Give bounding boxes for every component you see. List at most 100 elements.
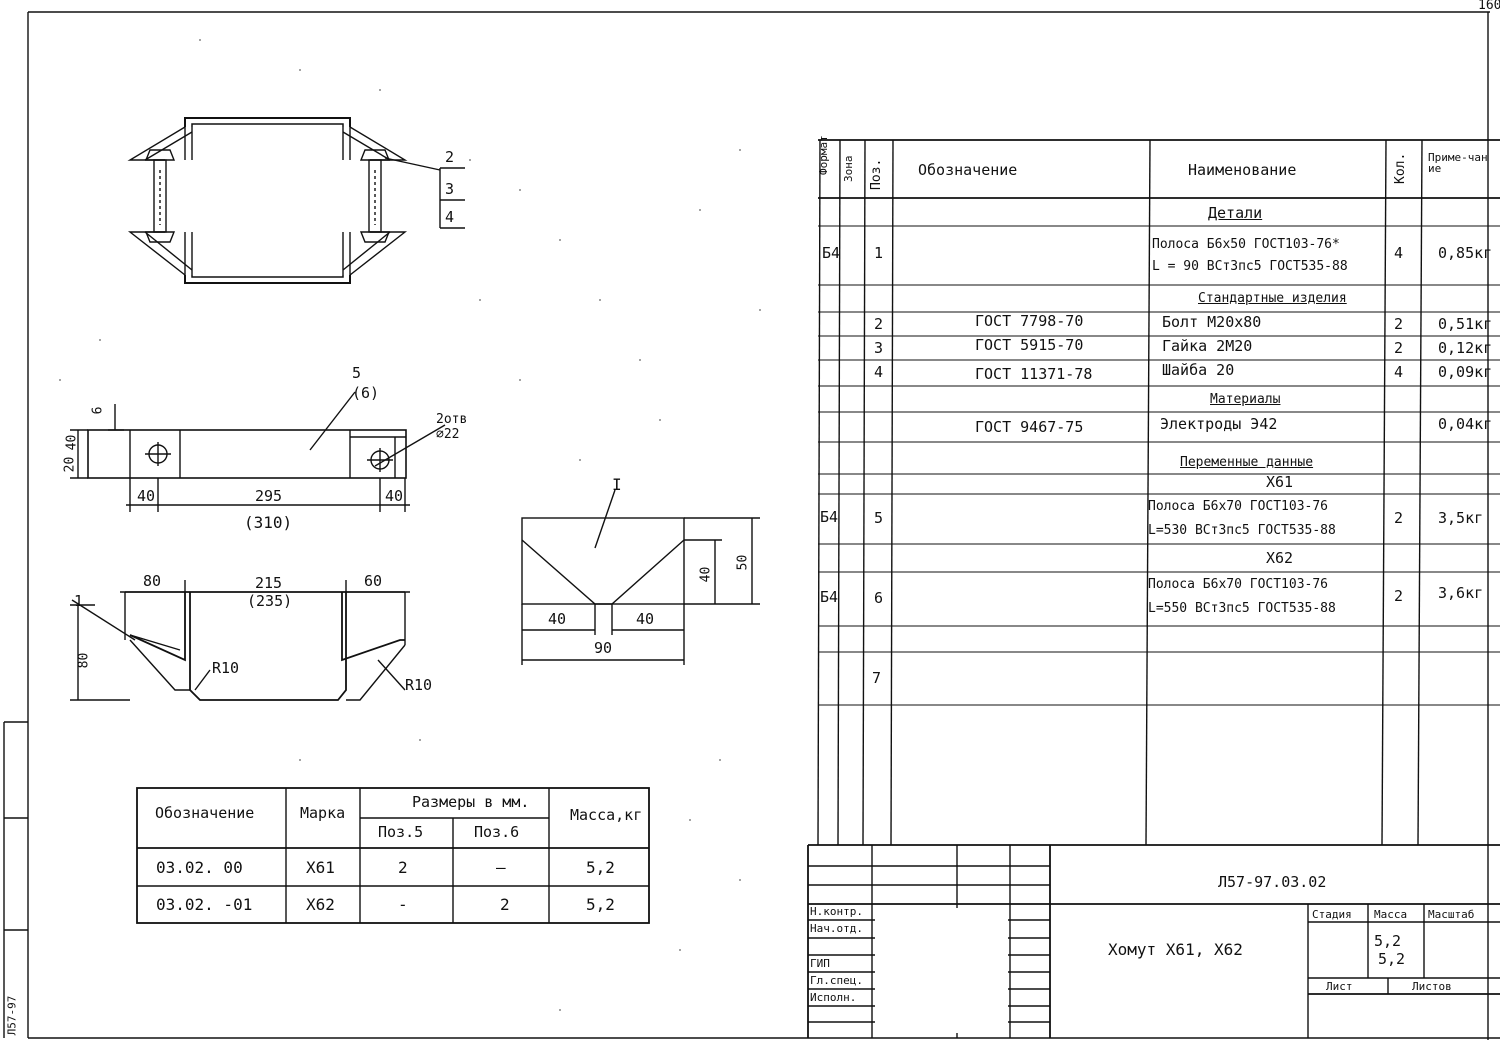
item1-pos: 1 (874, 244, 884, 262)
item1-format: Б4 (822, 244, 841, 262)
item2-designation: ГОСТ 7798-70 (975, 312, 1084, 330)
item7-pos: 7 (872, 669, 882, 687)
role-nach-otd: Нач.отд. (810, 922, 863, 935)
item2-note: 0,51кг (1438, 315, 1493, 333)
role-gl-spec: Гл.спец. (810, 974, 863, 987)
spec-header-pos: Поз. (869, 158, 884, 190)
item2-name: Болт М20х80 (1162, 313, 1262, 331)
spec-sub-x61: Х61 (1266, 473, 1294, 491)
item3-note: 0,12кг (1438, 339, 1493, 357)
spec-section-variable: Переменные данные (1180, 455, 1314, 470)
detail-dim-50: 50 (735, 554, 751, 571)
spec-sub-x62: Х62 (1266, 549, 1294, 567)
item-1-label: 1 (74, 592, 84, 610)
marks-header-mark: Марка (300, 804, 346, 822)
sheet-label: Лист (1326, 980, 1353, 993)
dim-60: 60 (364, 572, 383, 590)
detail-dim-90: 90 (594, 639, 613, 657)
dim-310: (310) (244, 513, 293, 532)
dim-215: 215 (255, 574, 283, 592)
spec-section-standard: Стандартные изделия (1198, 291, 1347, 306)
marks-row2-mark: Х62 (306, 895, 335, 914)
item6-name-l1: Полоса Б6х70 ГОСТ103-76 (1148, 577, 1329, 592)
marks-row1-mass: 5,2 (586, 858, 615, 877)
dim-80-vert: 80 (76, 652, 92, 669)
item5-name-l1: Полоса Б6х70 ГОСТ103-76 (1148, 499, 1329, 514)
spec-section-materials: Материалы (1210, 392, 1281, 407)
spec-header-zone: Зона (842, 155, 855, 183)
material-name: Электроды Э42 (1160, 415, 1278, 433)
dim-40-left: 40 (137, 487, 156, 505)
marks-row2-pos5: - (398, 895, 408, 914)
material-designation: ГОСТ 9467-75 (975, 418, 1084, 436)
role-gip: ГИП (810, 957, 830, 970)
dim-295: 295 (255, 487, 283, 505)
spec-header-qty: Кол. (1393, 152, 1408, 184)
item5-name-l2: L=530 ВСт3пс5 ГОСТ535-88 (1148, 523, 1336, 538)
spec-section-details: Детали (1208, 204, 1263, 222)
item5-pos: 5 (874, 509, 884, 527)
mass-label: Масса (1374, 908, 1408, 921)
item1-note: 0,85кг (1438, 244, 1493, 262)
title-mass-2: 5,2 (1378, 950, 1406, 968)
marks-header-designation: Обозначение (155, 804, 255, 822)
radius-r10-a: R10 (212, 659, 240, 677)
role-n-kontr: Н.контр. (810, 905, 863, 918)
item1-name-l2: L = 90 ВСт3пс5 ГОСТ535-88 (1152, 259, 1348, 274)
dim-40-vert: 40 (64, 434, 80, 451)
spec-header-note: Приме-чание (1428, 151, 1488, 175)
marks-header-pos5: Поз.5 (378, 823, 424, 841)
scale-label: Масштаб (1428, 908, 1475, 921)
spec-header-format: Формат (817, 135, 830, 175)
item5-note: 3,5кг (1438, 509, 1484, 527)
item4-pos: 4 (874, 363, 884, 381)
dim-80-top: 80 (143, 572, 162, 590)
material-note: 0,04кг (1438, 415, 1493, 433)
item5-format: Б4 (820, 508, 839, 526)
marks-row1-pos6: – (496, 858, 506, 877)
item5-qty: 2 (1394, 509, 1404, 527)
spec-header-name: Наименование (1188, 161, 1297, 179)
marks-row1-mark: Х61 (306, 858, 335, 877)
item6-pos: 6 (874, 589, 884, 607)
detail-dim-40-left: 40 (548, 610, 567, 628)
sheet-number: 160 (1478, 0, 1500, 13)
dim-20: 20 (62, 456, 78, 473)
margin-code: Л57-97 (5, 995, 19, 1036)
item2-qty: 2 (1394, 315, 1404, 333)
marks-row2-designation: 03.02. -01 (156, 895, 253, 914)
title-block-code: Л57-97.03.02 (1218, 873, 1327, 891)
position-label-6: (6) (352, 384, 380, 402)
title-block-title: Хомут Х61, Х62 (1108, 940, 1243, 959)
item1-name-l1: Полоса Б6х50 ГОСТ103-76* (1152, 237, 1340, 252)
marks-header-mass: Масса,кг (570, 806, 643, 824)
callout-3: 3 (445, 180, 455, 198)
hole-note: 2отв (436, 412, 468, 427)
item1-qty: 4 (1394, 244, 1404, 262)
marks-row1-designation: 03.02. 00 (156, 858, 243, 877)
item3-pos: 3 (874, 339, 884, 357)
stage-label: Стадия (1312, 908, 1352, 921)
marks-header-pos6: Поз.6 (474, 823, 520, 841)
marks-header-sizes: Размеры в мм. (412, 793, 530, 811)
item3-name: Гайка 2М20 (1162, 337, 1253, 355)
item4-note: 0,09кг (1438, 363, 1493, 381)
callout-4: 4 (445, 208, 455, 226)
item6-format: Б4 (820, 588, 839, 606)
title-mass-1: 5,2 (1374, 932, 1402, 950)
dim-235: (235) (247, 592, 293, 610)
item6-name-l2: L=550 ВСт3пс5 ГОСТ535-88 (1148, 601, 1336, 616)
dim-40-right: 40 (385, 487, 404, 505)
detail-label: I (612, 475, 622, 494)
detail-dim-40-vert: 40 (698, 566, 714, 583)
role-ispoln: Исполн. (810, 991, 857, 1004)
item4-qty: 4 (1394, 363, 1404, 381)
dim-6: 6 (90, 406, 106, 415)
hole-diameter: ⌀22 (436, 427, 460, 442)
item2-pos: 2 (874, 315, 884, 333)
marks-row2-mass: 5,2 (586, 895, 615, 914)
sheets-label: Листов (1412, 980, 1452, 993)
position-label-5: 5 (352, 364, 362, 382)
radius-r10-b: R10 (405, 676, 433, 694)
